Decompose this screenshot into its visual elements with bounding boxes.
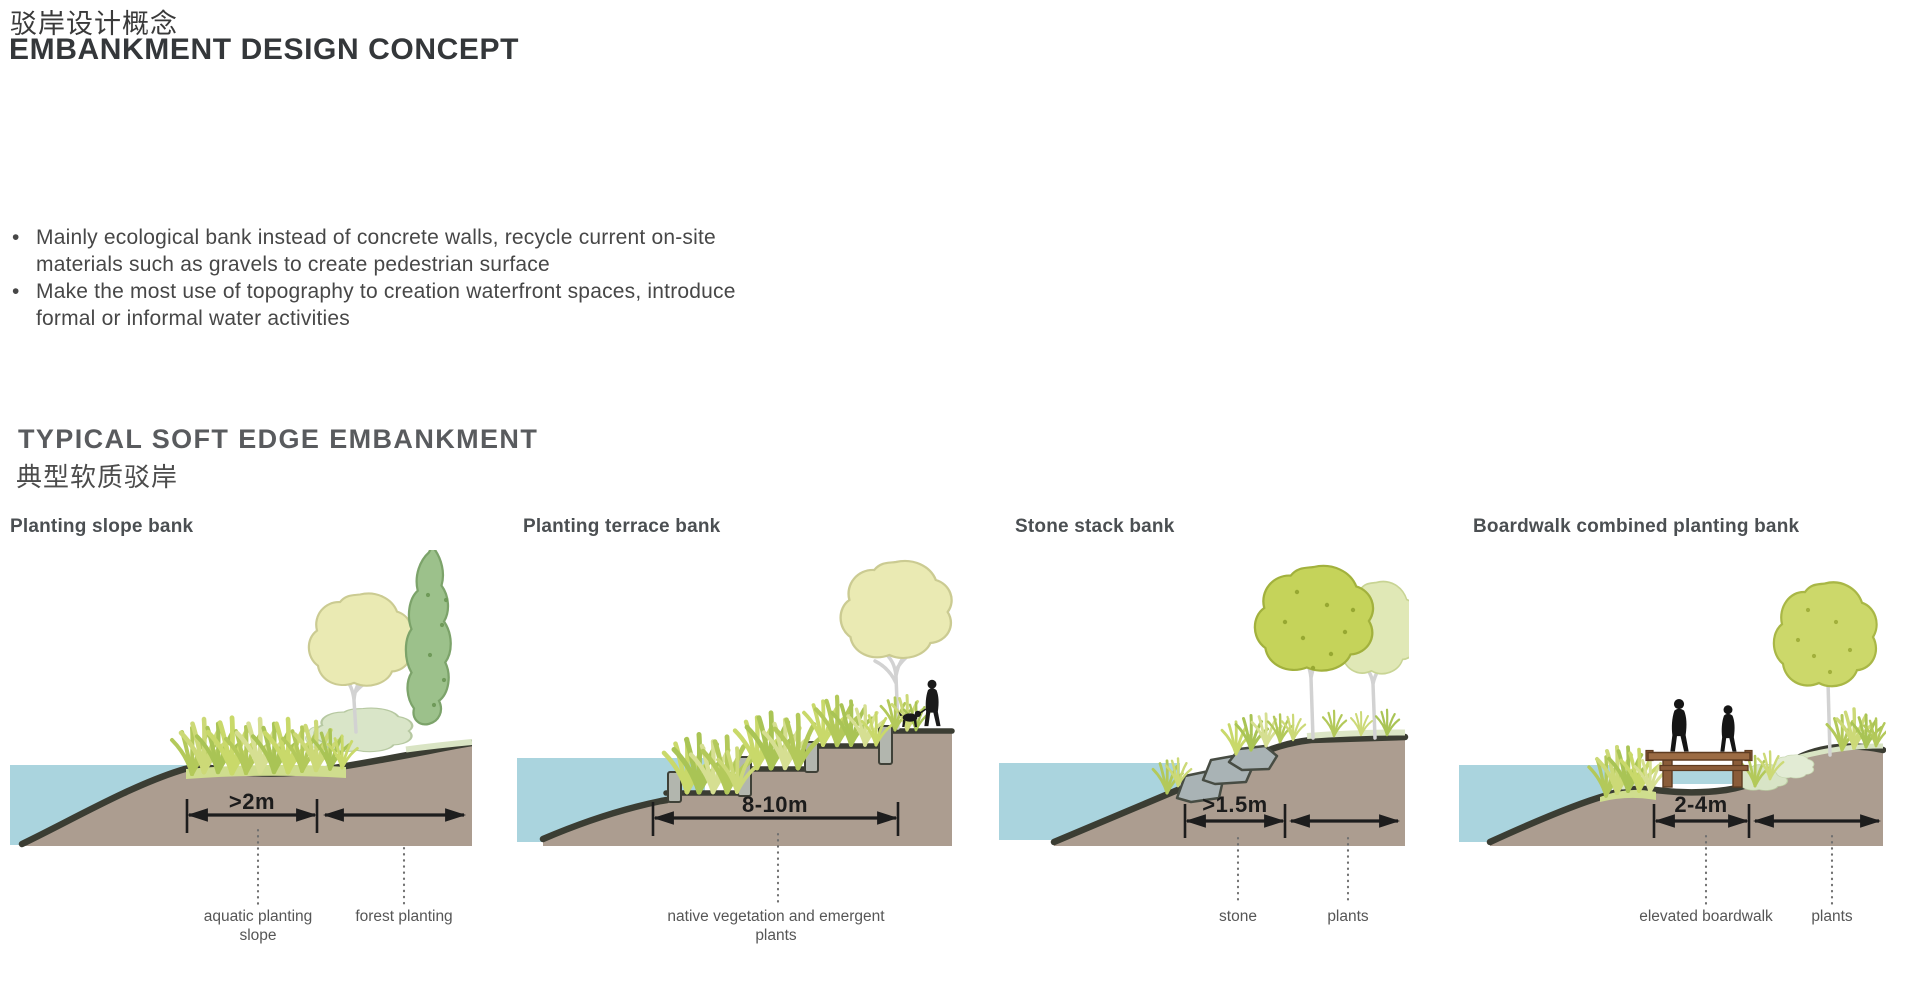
dimension-text: 8-10m [741,792,809,817]
diagram-label: elevated boardwalk [1639,908,1773,925]
planting-slope-bank-illustration [10,550,472,906]
diagram-planting-terrace-bank: Planting terrace bank [517,506,957,976]
dimension-text: >2m [228,789,276,814]
person-icon [1670,698,1689,752]
person-icon [1720,705,1737,752]
diagram-label: aquatic planting slope [203,908,313,944]
planting-terrace-bank-illustration [517,559,955,906]
dimension-arrow [1652,804,1882,838]
page-title-zh: 驳岸设计概念 [10,9,178,39]
dimension-text: >1.5m [1202,792,1268,817]
tree-icon [1253,564,1409,740]
dimension-arrow [1183,804,1401,838]
leader-line [1704,834,1834,906]
diagram-stone-stack-bank: Stone stack bank [999,506,1409,976]
diagram-label: plants [1811,908,1853,925]
bullet-text: Mainly ecological bank instead of concre… [36,224,716,278]
diagram-title: Boardwalk combined planting bank [1473,516,1800,537]
boardwalk-planting-bank-illustration [1459,581,1886,906]
bullet-line: Make the most use of topography to creat… [36,280,736,303]
diagram-label: native vegetation and emergent plants [667,908,885,944]
bullet-item: Make the most use of topography to creat… [12,278,812,332]
bullet-marker [12,278,36,305]
grass-icon [1587,707,1886,802]
bullet-item: Mainly ecological bank instead of concre… [12,224,812,278]
person-icon [924,679,941,727]
dimension-text: 2-4m [1674,792,1728,817]
diagram-planting-slope-bank: Planting slope bank [8,506,472,976]
intro-bullet-list: Mainly ecological bank instead of concre… [12,224,812,332]
section-title-en: TYPICAL SOFT EDGE EMBANKMENT [18,424,539,454]
page-title-en: EMBANKMENT DESIGN CONCEPT [9,33,520,66]
diagram-label: forest planting [355,908,453,925]
grass-icon [170,718,359,779]
tree-icon [1772,581,1878,757]
boardwalk [1645,749,1753,788]
bullet-line: materials such as gravels to create pede… [36,253,550,276]
section-title-zh: 典型软质驳岸 [16,462,179,492]
ground-cover [1306,729,1406,739]
ground-cover [405,739,472,753]
tree-icon [839,559,953,730]
soil-line [1050,785,1184,846]
dimension-arrow [185,799,467,833]
cypress-tree-icon [404,550,452,726]
bullet-text: Make the most use of topography to creat… [36,278,736,332]
diagram-label: stone [1219,908,1257,925]
leader-line [256,828,406,906]
bullet-line: formal or informal water activities [36,307,350,330]
diagram-title: Planting slope bank [10,516,194,537]
dimension-arrow [651,802,900,836]
stone-stack-bank-illustration [999,564,1409,906]
leader-line [1236,836,1350,906]
diagram-label: plants [1327,908,1369,925]
diagram-title: Stone stack bank [1015,516,1175,537]
bullet-line: Mainly ecological bank instead of concre… [36,226,716,249]
diagram-boardwalk-planting-bank: Boardwalk combined planting bank [1458,506,1886,976]
bullet-marker [12,224,36,251]
tree-icon [307,592,413,734]
leash [917,708,927,716]
diagram-title: Planting terrace bank [523,516,721,537]
